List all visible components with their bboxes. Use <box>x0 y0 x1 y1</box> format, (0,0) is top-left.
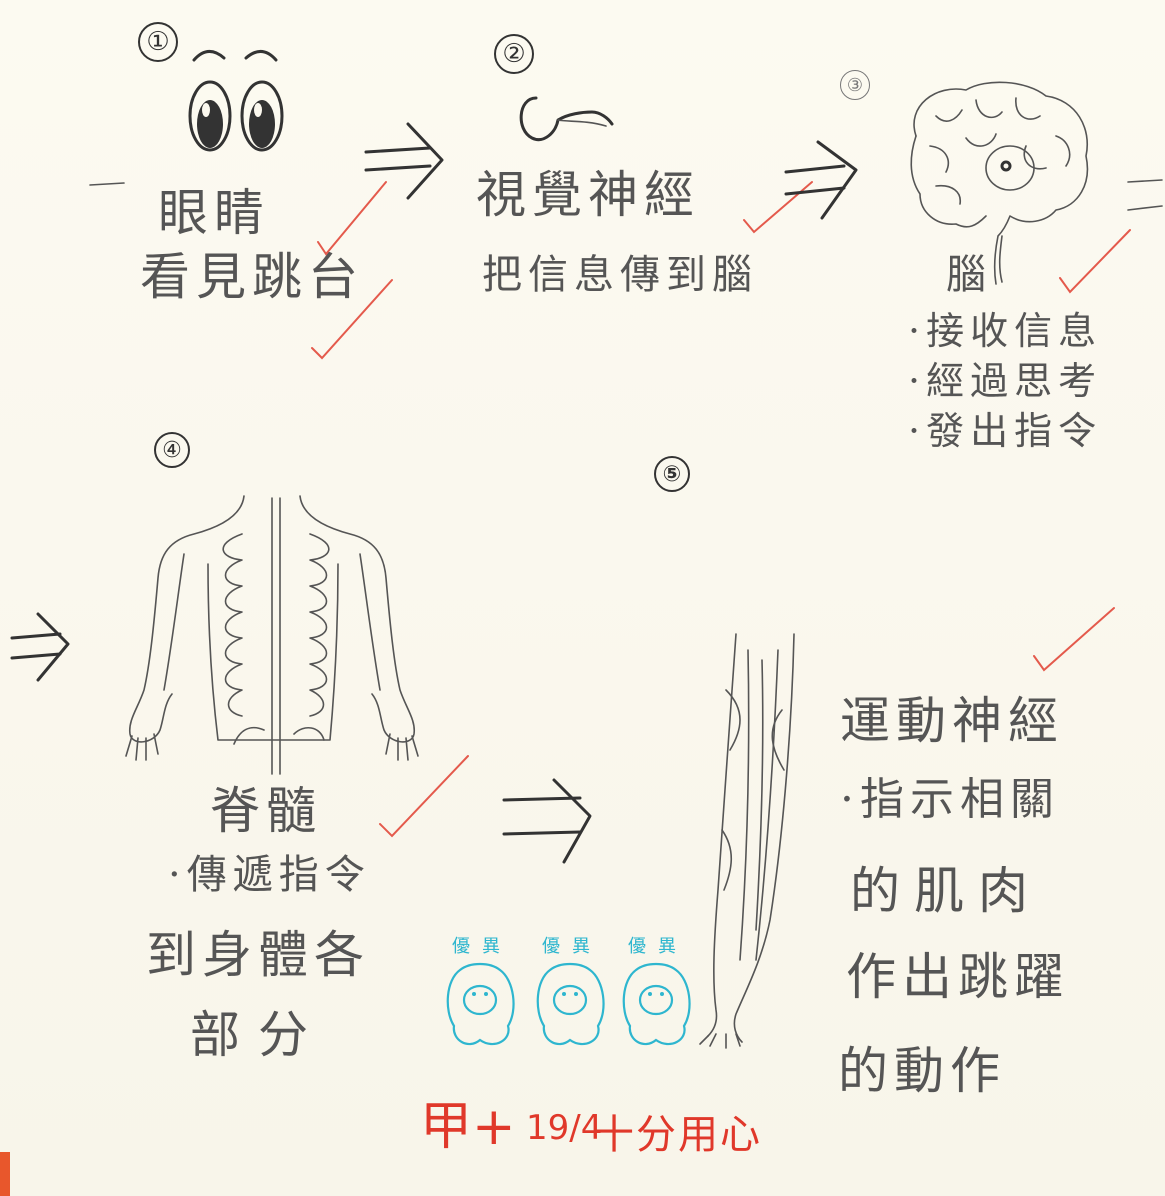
step-number-4: ④ <box>154 432 190 468</box>
step-number-2: ② <box>494 34 534 74</box>
step-3-line-3: ·經過思考 <box>908 359 1103 403</box>
step-1-line-1: 眼睛 <box>158 184 270 242</box>
step-number-1: ① <box>138 22 178 62</box>
eyes-icon <box>188 50 284 152</box>
step-1-line-2: 看見跳台 <box>140 248 364 306</box>
step-4-line-2: ·傳遞指令 <box>168 852 371 898</box>
step-5-line-2: ·指示相關 <box>840 774 1060 825</box>
step-5-line-5: 的動作 <box>838 1042 1006 1100</box>
arrow-icon-3 <box>10 612 70 682</box>
step-3-line-2: ·接收信息 <box>908 309 1103 353</box>
step-3-line-1: 腦 <box>946 252 992 298</box>
svg-text:優: 優 <box>628 936 646 957</box>
svg-text:異: 異 <box>658 936 676 957</box>
corner-marker <box>0 1152 10 1196</box>
teacher-date: 19/4 <box>526 1108 603 1148</box>
check-mark-icon <box>379 755 469 838</box>
arrow-icon-2 <box>784 140 858 220</box>
margin-mark <box>89 182 125 186</box>
step-4-line-4: 部分 <box>190 1006 326 1064</box>
arrow-icon-1 <box>364 122 444 200</box>
step-2-line-1: 視覺神經 <box>476 166 700 224</box>
stamp-group: 優異 優異 優異 <box>438 930 708 1060</box>
check-mark-icon <box>743 181 813 234</box>
margin-mark <box>1127 179 1163 211</box>
teacher-comment: 十分用心 <box>594 1112 762 1158</box>
svg-text:優: 優 <box>452 936 470 957</box>
teacher-grade: 甲+ <box>420 1097 516 1157</box>
spinal-cord-icon <box>125 495 419 775</box>
step-5-line-1: 運動神經 <box>840 692 1064 750</box>
check-mark-icon <box>1059 229 1131 294</box>
svg-text:優: 優 <box>542 936 560 957</box>
step-3-line-4: ·發出指令 <box>908 409 1103 453</box>
brain-icon <box>910 81 1089 285</box>
stamp-icon: 優異 優異 優異 <box>446 936 691 1046</box>
step-4-line-3: 到身體各 <box>146 926 370 984</box>
step-number-5: ⑤ <box>654 456 690 492</box>
arm-muscle-icon <box>699 633 795 1049</box>
arrow-icon-4 <box>502 778 592 864</box>
step-2-line-2: 把信息傳到腦 <box>482 252 758 298</box>
check-mark-icon <box>311 181 393 360</box>
step-4-line-1: 脊髓 <box>210 782 322 840</box>
svg-text:異: 異 <box>572 936 590 957</box>
svg-text:異: 異 <box>482 936 500 957</box>
step-number-3: ③ <box>840 70 870 100</box>
optic-nerve-icon <box>519 96 614 141</box>
check-mark-icon <box>1033 607 1115 672</box>
step-5-line-3: 的肌肉 <box>850 862 1042 920</box>
step-5-line-4: 作出跳躍 <box>846 948 1070 1006</box>
